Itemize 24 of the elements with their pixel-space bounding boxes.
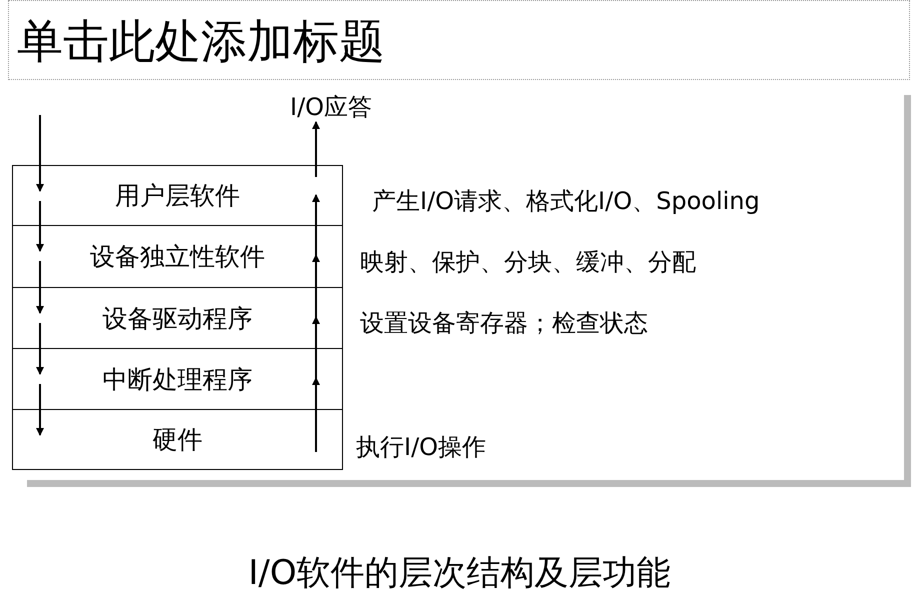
layer-label: 用户层软件 xyxy=(114,180,241,212)
layer-box xyxy=(12,165,343,226)
caption: I/O软件的层次结构及层功能 xyxy=(247,552,672,595)
arrow xyxy=(312,121,320,177)
layer-label: 设备驱动程序 xyxy=(102,302,254,334)
arrow xyxy=(36,323,44,375)
arrow xyxy=(36,115,44,192)
title: 单击此处添加标题 xyxy=(8,0,910,80)
layer-box xyxy=(12,225,343,288)
layer-function: 设置设备寄存器；检查状态 xyxy=(360,308,648,339)
layer-function: 产生I/O请求、格式化I/O、Spooling xyxy=(372,186,760,217)
layer-function: 映射、保护、分块、缓冲、分配 xyxy=(360,247,696,278)
layer-box xyxy=(12,348,343,410)
layer-box xyxy=(12,409,343,470)
arrow xyxy=(36,201,44,252)
arrow xyxy=(312,377,320,452)
arrow xyxy=(36,261,44,314)
layer-box xyxy=(12,287,343,349)
layer-label: 设备独立性软件 xyxy=(89,241,266,273)
layer-function: 执行I/O操作 xyxy=(356,432,486,463)
arrow xyxy=(36,384,44,436)
layer-label: 硬件 xyxy=(152,424,204,456)
response-label: I/O应答 xyxy=(290,92,372,122)
layer-label: 中断处理程序 xyxy=(102,364,254,396)
